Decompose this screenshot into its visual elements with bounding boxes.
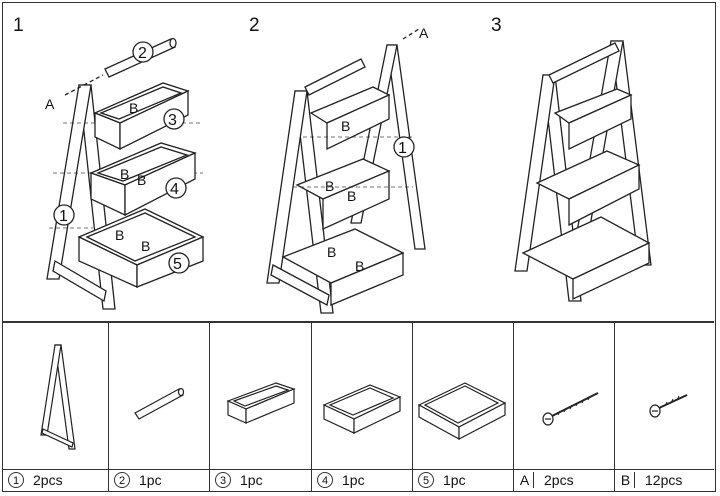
step-3-assembled-diagram <box>514 40 652 302</box>
part-qty-row: B 12pcs <box>615 469 714 491</box>
a-frame-side-icon <box>40 344 76 450</box>
step2-label-b3: B <box>347 188 356 204</box>
step2-label-b1: B <box>341 118 350 134</box>
step-3-number: 3 <box>491 15 502 36</box>
step1-label-b3: B <box>137 172 146 188</box>
part-qty-row: 3 1pc <box>210 469 311 491</box>
part-quantity: 2pcs <box>33 472 63 488</box>
step1-label-b1: B <box>129 100 138 116</box>
assembly-steps-panel: 1 2 3 <box>3 3 714 321</box>
step-2-number: 2 <box>249 15 260 36</box>
part-cell-5: 5 1pc <box>413 323 514 491</box>
part-quantity: 1pc <box>443 472 466 488</box>
step-1-exploded-diagram: 2 3 4 5 1 A B B B B B <box>45 37 205 310</box>
part-id-badge: 2 <box>114 472 130 488</box>
step1-callout-3: 3 <box>168 112 177 129</box>
part-cell-2: 2 1pc <box>109 323 210 491</box>
step2-callout-1: 1 <box>398 140 407 157</box>
small-box-icon <box>226 382 296 424</box>
dowel-rod-icon <box>134 387 185 420</box>
step1-label-b4: B <box>115 227 124 243</box>
part-cell-1: 1 2pcs <box>3 323 109 491</box>
short-screw-icon <box>649 394 688 418</box>
part-quantity: 1pc <box>342 472 365 488</box>
part-quantity: 12pcs <box>645 472 683 488</box>
part-quantity: 2pcs <box>544 472 574 488</box>
part-cell-4: 4 1pc <box>312 323 413 491</box>
long-screw-icon <box>542 392 599 426</box>
step1-label-a: A <box>45 96 55 112</box>
part-quantity: 1pc <box>139 472 162 488</box>
part-qty-row: 1 2pcs <box>3 469 108 491</box>
assembly-instruction-sheet: 1 2 3 <box>2 2 716 492</box>
part-qty-row: A 2pcs <box>514 469 614 491</box>
parts-list-table: 1 2pcs 2 1pc <box>3 323 714 491</box>
step1-label-b2: B <box>120 166 129 182</box>
part-cell-3: 3 1pc <box>210 323 312 491</box>
part-cell-a: A 2pcs <box>514 323 615 491</box>
part-id-badge: B <box>617 472 635 488</box>
step1-callout-1: 1 <box>59 208 68 225</box>
part-qty-row: 5 1pc <box>413 469 513 491</box>
part-qty-row: 2 1pc <box>109 469 209 491</box>
section-divider <box>3 321 714 323</box>
part-id-badge: 1 <box>8 472 24 488</box>
step2-label-a: A <box>419 25 429 41</box>
part-id-badge: A <box>516 472 534 488</box>
part-quantity: 1pc <box>240 472 263 488</box>
step2-label-b2: B <box>325 178 334 194</box>
part-cell-b: B 12pcs <box>615 323 714 491</box>
step2-label-b5: B <box>355 258 364 274</box>
step1-label-b5: B <box>141 238 150 254</box>
medium-box-icon <box>322 384 402 434</box>
large-box-icon <box>417 382 507 441</box>
step1-callout-2: 2 <box>138 45 147 62</box>
part-id-badge: 5 <box>418 472 434 488</box>
step-1-number: 1 <box>13 15 24 36</box>
step1-callout-5: 5 <box>173 256 182 273</box>
step1-callout-4: 4 <box>170 181 179 198</box>
step2-label-b4: B <box>327 244 336 260</box>
part-id-badge: 4 <box>317 472 333 488</box>
step-2-exploded-diagram: 1 A B B B B B <box>266 25 429 314</box>
part-id-badge: 3 <box>215 472 231 488</box>
part-qty-row: 4 1pc <box>312 469 412 491</box>
